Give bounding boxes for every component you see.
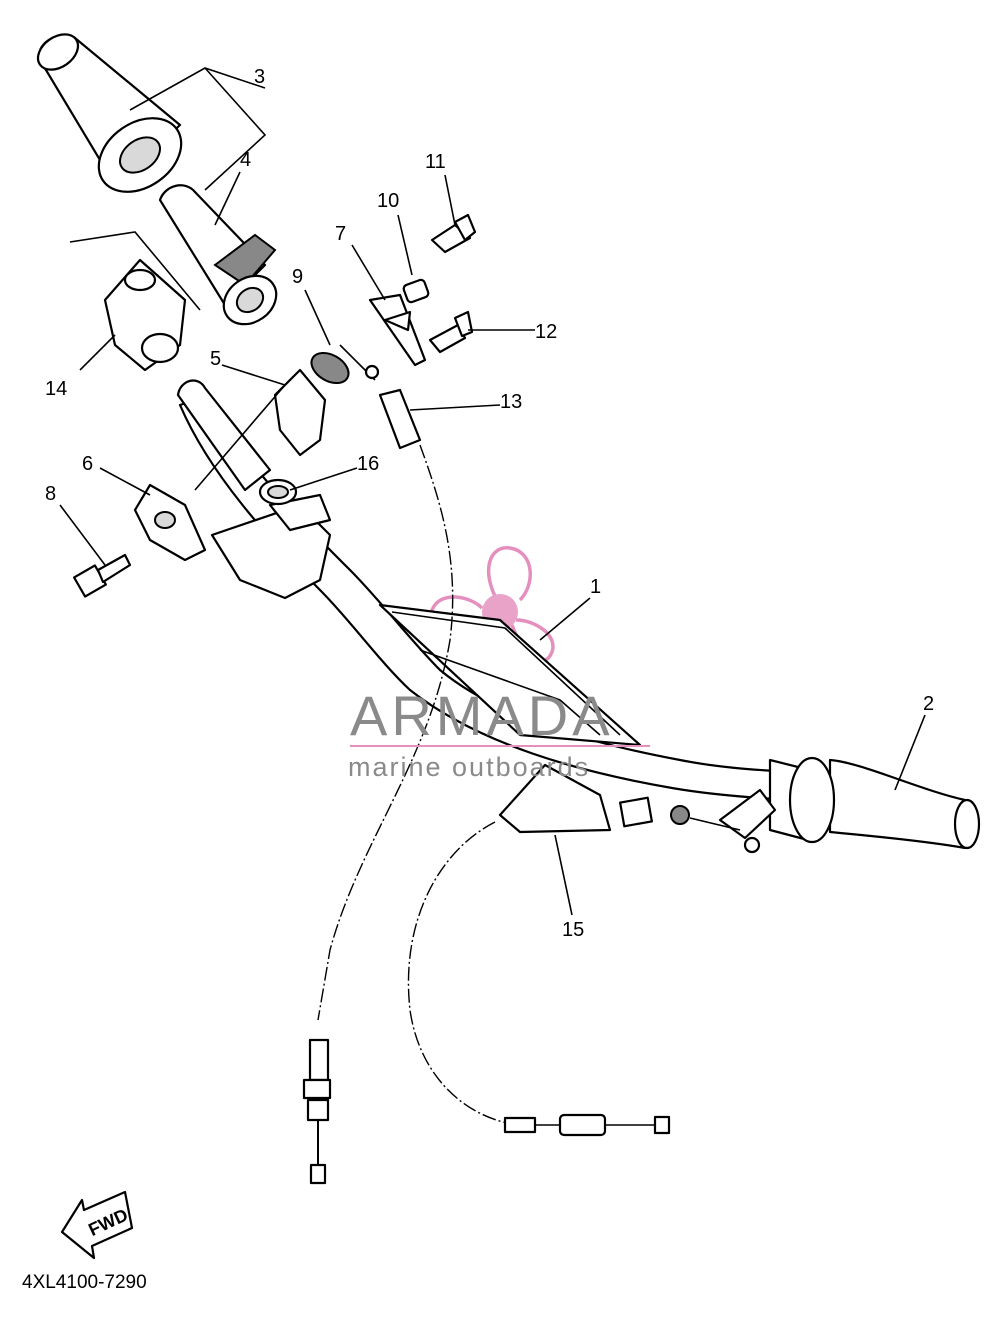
cable-guide-7 <box>368 293 427 367</box>
callout-1: 1 <box>590 576 601 598</box>
callout-12: 12 <box>535 321 557 343</box>
bolt-8 <box>73 553 132 598</box>
bracket-14 <box>69 231 201 311</box>
lever-holder <box>176 368 327 492</box>
screw-11 <box>430 213 477 254</box>
fwd-arrow-icon: FWD <box>60 1190 134 1260</box>
perch-clamp <box>210 478 332 600</box>
watermark-brand: ARMADA <box>350 684 614 747</box>
callout-15: 15 <box>562 919 584 941</box>
callouts: 1 2 3 4 5 6 7 8 9 10 11 12 13 14 15 16 <box>45 66 934 941</box>
clutch-cable <box>407 763 741 1137</box>
callout-4: 4 <box>240 149 251 171</box>
grip-left <box>36 33 183 193</box>
nut-10 <box>402 278 430 304</box>
throttle-tube <box>158 184 278 326</box>
callout-3: 3 <box>254 66 265 88</box>
callout-10: 10 <box>377 190 399 212</box>
callout-16: 16 <box>357 453 379 475</box>
clamp-6 <box>133 483 207 562</box>
grip-right <box>718 756 981 854</box>
callout-9: 9 <box>292 266 303 288</box>
callout-14: 14 <box>45 378 67 400</box>
callout-13: 13 <box>500 391 522 413</box>
callout-7: 7 <box>335 223 346 245</box>
callout-2: 2 <box>923 693 934 715</box>
diagram-code: 4XL4100-7290 <box>22 1272 147 1293</box>
watermark-tagline: marine outboards <box>348 752 590 782</box>
throttle-housing <box>103 258 187 372</box>
adjuster-9 <box>310 344 380 385</box>
throttle-cable <box>302 388 454 1185</box>
callout-8: 8 <box>45 483 56 505</box>
callout-6: 6 <box>82 453 93 475</box>
screw-12 <box>428 310 474 354</box>
callout-5: 5 <box>210 348 221 370</box>
watermark-text: ARMADA marine outboards <box>348 684 650 782</box>
leader-lines <box>59 67 926 916</box>
callout-11: 11 <box>425 151 446 173</box>
